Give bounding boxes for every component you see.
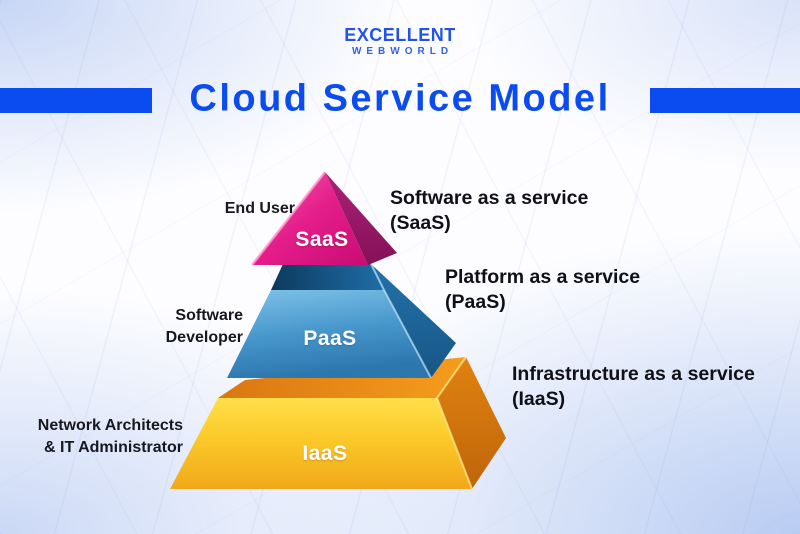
title-bar-left xyxy=(0,88,152,113)
paas-audience-line1: Software xyxy=(175,307,243,324)
saas-audience-label: End User xyxy=(225,198,295,220)
saas-edge-highlight xyxy=(251,171,326,266)
page-title: Cloud Service Model xyxy=(189,76,611,119)
saas-tier-shape xyxy=(251,171,397,266)
saas-front-face xyxy=(252,172,368,265)
paas-tier-shape xyxy=(227,263,456,379)
paas-service-line1: Platform as a service xyxy=(445,266,641,288)
paas-service-line2: (PaaS) xyxy=(445,291,506,313)
iaas-tier-label: IaaS xyxy=(302,442,348,465)
brand-name: EXCELLENT xyxy=(344,25,456,45)
saas-service-line2: (SaaS) xyxy=(390,212,451,234)
saas-service-line1: Software as a service xyxy=(390,187,589,209)
brand-logo: EXCELLENT WEBWORLD xyxy=(0,26,800,57)
iaas-service-label: Infrastructure as a service (IaaS) xyxy=(512,362,755,412)
iaas-service-line1: Infrastructure as a service xyxy=(512,363,755,385)
paas-service-label: Platform as a service (PaaS) xyxy=(445,265,640,315)
paas-side-face xyxy=(371,264,456,378)
title-banner: Cloud Service Model xyxy=(0,77,800,119)
brand-subname: WEBWORLD xyxy=(351,46,454,57)
iaas-audience-line1: Network Architects xyxy=(37,417,183,434)
iaas-edge-highlight xyxy=(435,356,473,490)
paas-audience-label: Software Developer xyxy=(166,305,243,349)
iaas-service-line2: (IaaS) xyxy=(512,388,566,410)
paas-tier-label: PaaS xyxy=(303,327,357,350)
saas-side-face xyxy=(325,172,397,265)
iaas-audience-line2: & IT Administrator xyxy=(44,439,183,456)
saas-tier-label: SaaS xyxy=(295,228,349,251)
saas-audience-line1: End User xyxy=(224,200,295,217)
title-bar-right xyxy=(650,88,800,113)
paas-top-face xyxy=(271,264,384,290)
iaas-front-face xyxy=(170,398,472,489)
saas-service-label: Software as a service (SaaS) xyxy=(390,186,588,236)
paas-front-face xyxy=(227,290,431,378)
iaas-audience-label: Network Architects & IT Administrator xyxy=(38,415,183,459)
paas-audience-line2: Developer xyxy=(165,329,243,346)
paas-edge-highlight xyxy=(370,263,432,379)
iaas-side-face xyxy=(437,357,506,489)
